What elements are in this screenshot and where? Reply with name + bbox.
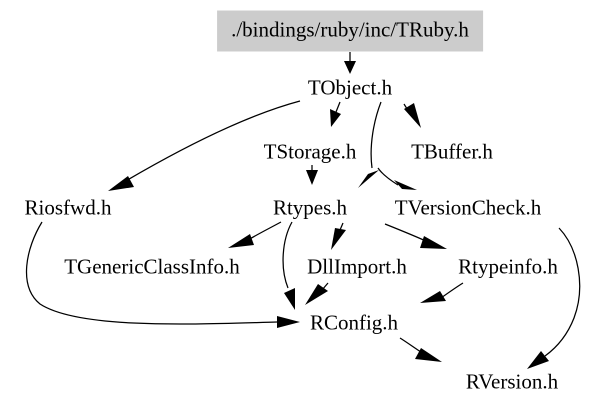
node-rversion-header[interactable]: RVersion.h <box>465 369 559 394</box>
edge-dllimport-to-rconfig <box>305 282 329 305</box>
node-tgenericclassinfo-header[interactable]: TGenericClassInfo.h <box>64 254 240 279</box>
node-tstorage-header[interactable]: TStorage.h <box>263 139 357 164</box>
node-riosfwd-header[interactable]: Riosfwd.h <box>24 195 112 220</box>
node-tobject-header[interactable]: TObject.h <box>307 75 393 100</box>
node-tbuffer-header[interactable]: TBuffer.h <box>411 139 493 164</box>
edge-truby-to-tobject <box>344 52 356 74</box>
edge-tversioncheck-to-rversion <box>527 227 581 369</box>
node-rconfig-header[interactable]: RConfig.h <box>309 310 399 335</box>
edge-tobject-to-tbuffer <box>403 103 421 128</box>
node-truby-header[interactable]: ./bindings/ruby/inc/TRuby.h <box>217 10 483 52</box>
node-dllimport-header[interactable]: DllImport.h <box>307 254 407 279</box>
node-rtypes-header[interactable]: Rtypes.h <box>272 195 348 220</box>
edge-rtypes-to-dllimport <box>331 222 346 250</box>
edge-rtypes-to-rconfig <box>282 221 295 310</box>
node-tversioncheck-header[interactable]: TVersionCheck.h <box>394 195 542 220</box>
edge-tobject-to-riosfwd <box>108 100 301 191</box>
edge-rtypes-to-rtypeinfo <box>384 223 447 249</box>
edge-rtypeinfo-to-rconfig <box>420 282 464 303</box>
edge-riosfwd-to-rconfig <box>25 221 300 328</box>
edge-rtypes-to-tgenericclassinfo <box>228 221 282 248</box>
edge-tobject-to-rtypes <box>358 101 382 188</box>
edge-tbuffer-to-tversioncheck <box>377 167 417 190</box>
edge-tstorage-to-rtypes <box>306 165 318 185</box>
edge-tobject-to-tstorage <box>330 101 341 127</box>
node-rtypeinfo-header[interactable]: Rtypeinfo.h <box>458 254 558 279</box>
edge-rconfig-to-rversion <box>399 337 442 362</box>
